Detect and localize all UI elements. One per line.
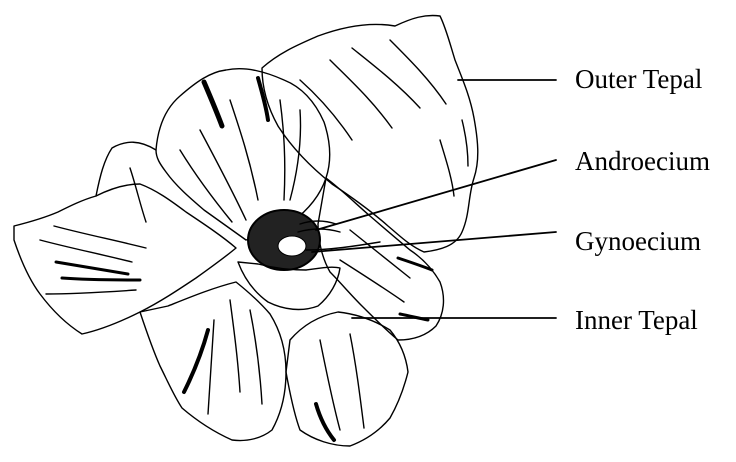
label-gynoecium: Gynoecium bbox=[575, 228, 701, 255]
bottom-tepal-dark bbox=[316, 404, 334, 440]
bottom-tepal-veins bbox=[320, 334, 364, 430]
upper-tepal-dark-stroke bbox=[204, 82, 222, 126]
left-tepal-dark bbox=[56, 262, 140, 280]
lower-left-veins bbox=[208, 300, 262, 414]
right-inner-tepal-dark bbox=[398, 258, 432, 320]
left-middle-tepal bbox=[96, 142, 156, 222]
upper-tepal-veins bbox=[180, 100, 301, 222]
flower-throat-highlight bbox=[278, 236, 306, 256]
label-inner-tepal: Inner Tepal bbox=[575, 307, 698, 334]
lower-left-dark bbox=[184, 330, 208, 392]
left-tepal bbox=[14, 184, 236, 334]
left-tepal-veins bbox=[40, 226, 146, 294]
right-inner-tepal bbox=[318, 178, 443, 340]
label-outer-tepal: Outer Tepal bbox=[575, 66, 702, 93]
label-androecium: Androecium bbox=[575, 148, 710, 175]
lower-left-tepal bbox=[140, 282, 286, 441]
outer-tepal-vein bbox=[300, 40, 468, 196]
leader-line-androecium bbox=[316, 160, 556, 230]
leader-line-gynoecium bbox=[312, 232, 556, 252]
central-lower-tepal bbox=[238, 262, 340, 309]
